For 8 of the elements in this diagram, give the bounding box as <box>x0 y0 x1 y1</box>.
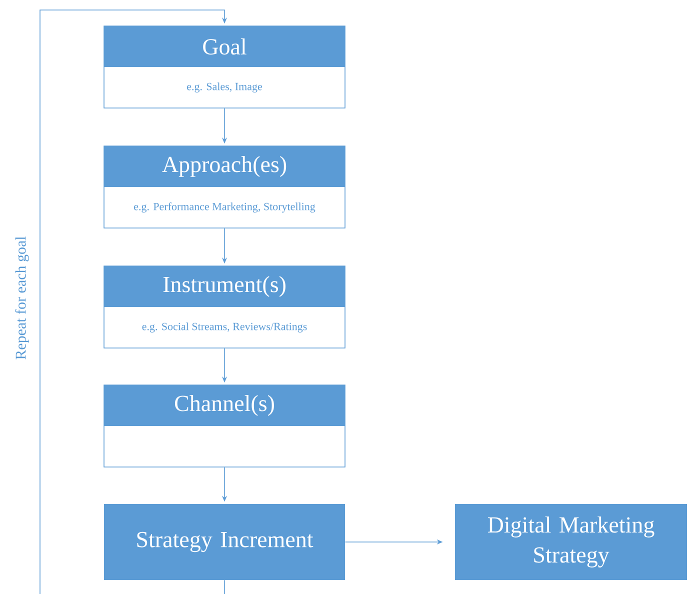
process-box: Approach(es) e.g. Performance Marketing, Storytelling <box>104 146 346 228</box>
edge-label: Repeat for each goal <box>15 236 29 360</box>
process-box: Strategy Increment <box>104 504 345 580</box>
process-box: Instrument(s) e.g. Social Streams, Reviews/Ratings <box>104 266 346 348</box>
process-box: Digital Marketing Strategy <box>455 504 687 580</box>
process-box: Goal e.g. Sales, Image <box>104 26 346 108</box>
arrow <box>40 10 228 594</box>
process-box: Channel(s) <box>104 384 346 468</box>
